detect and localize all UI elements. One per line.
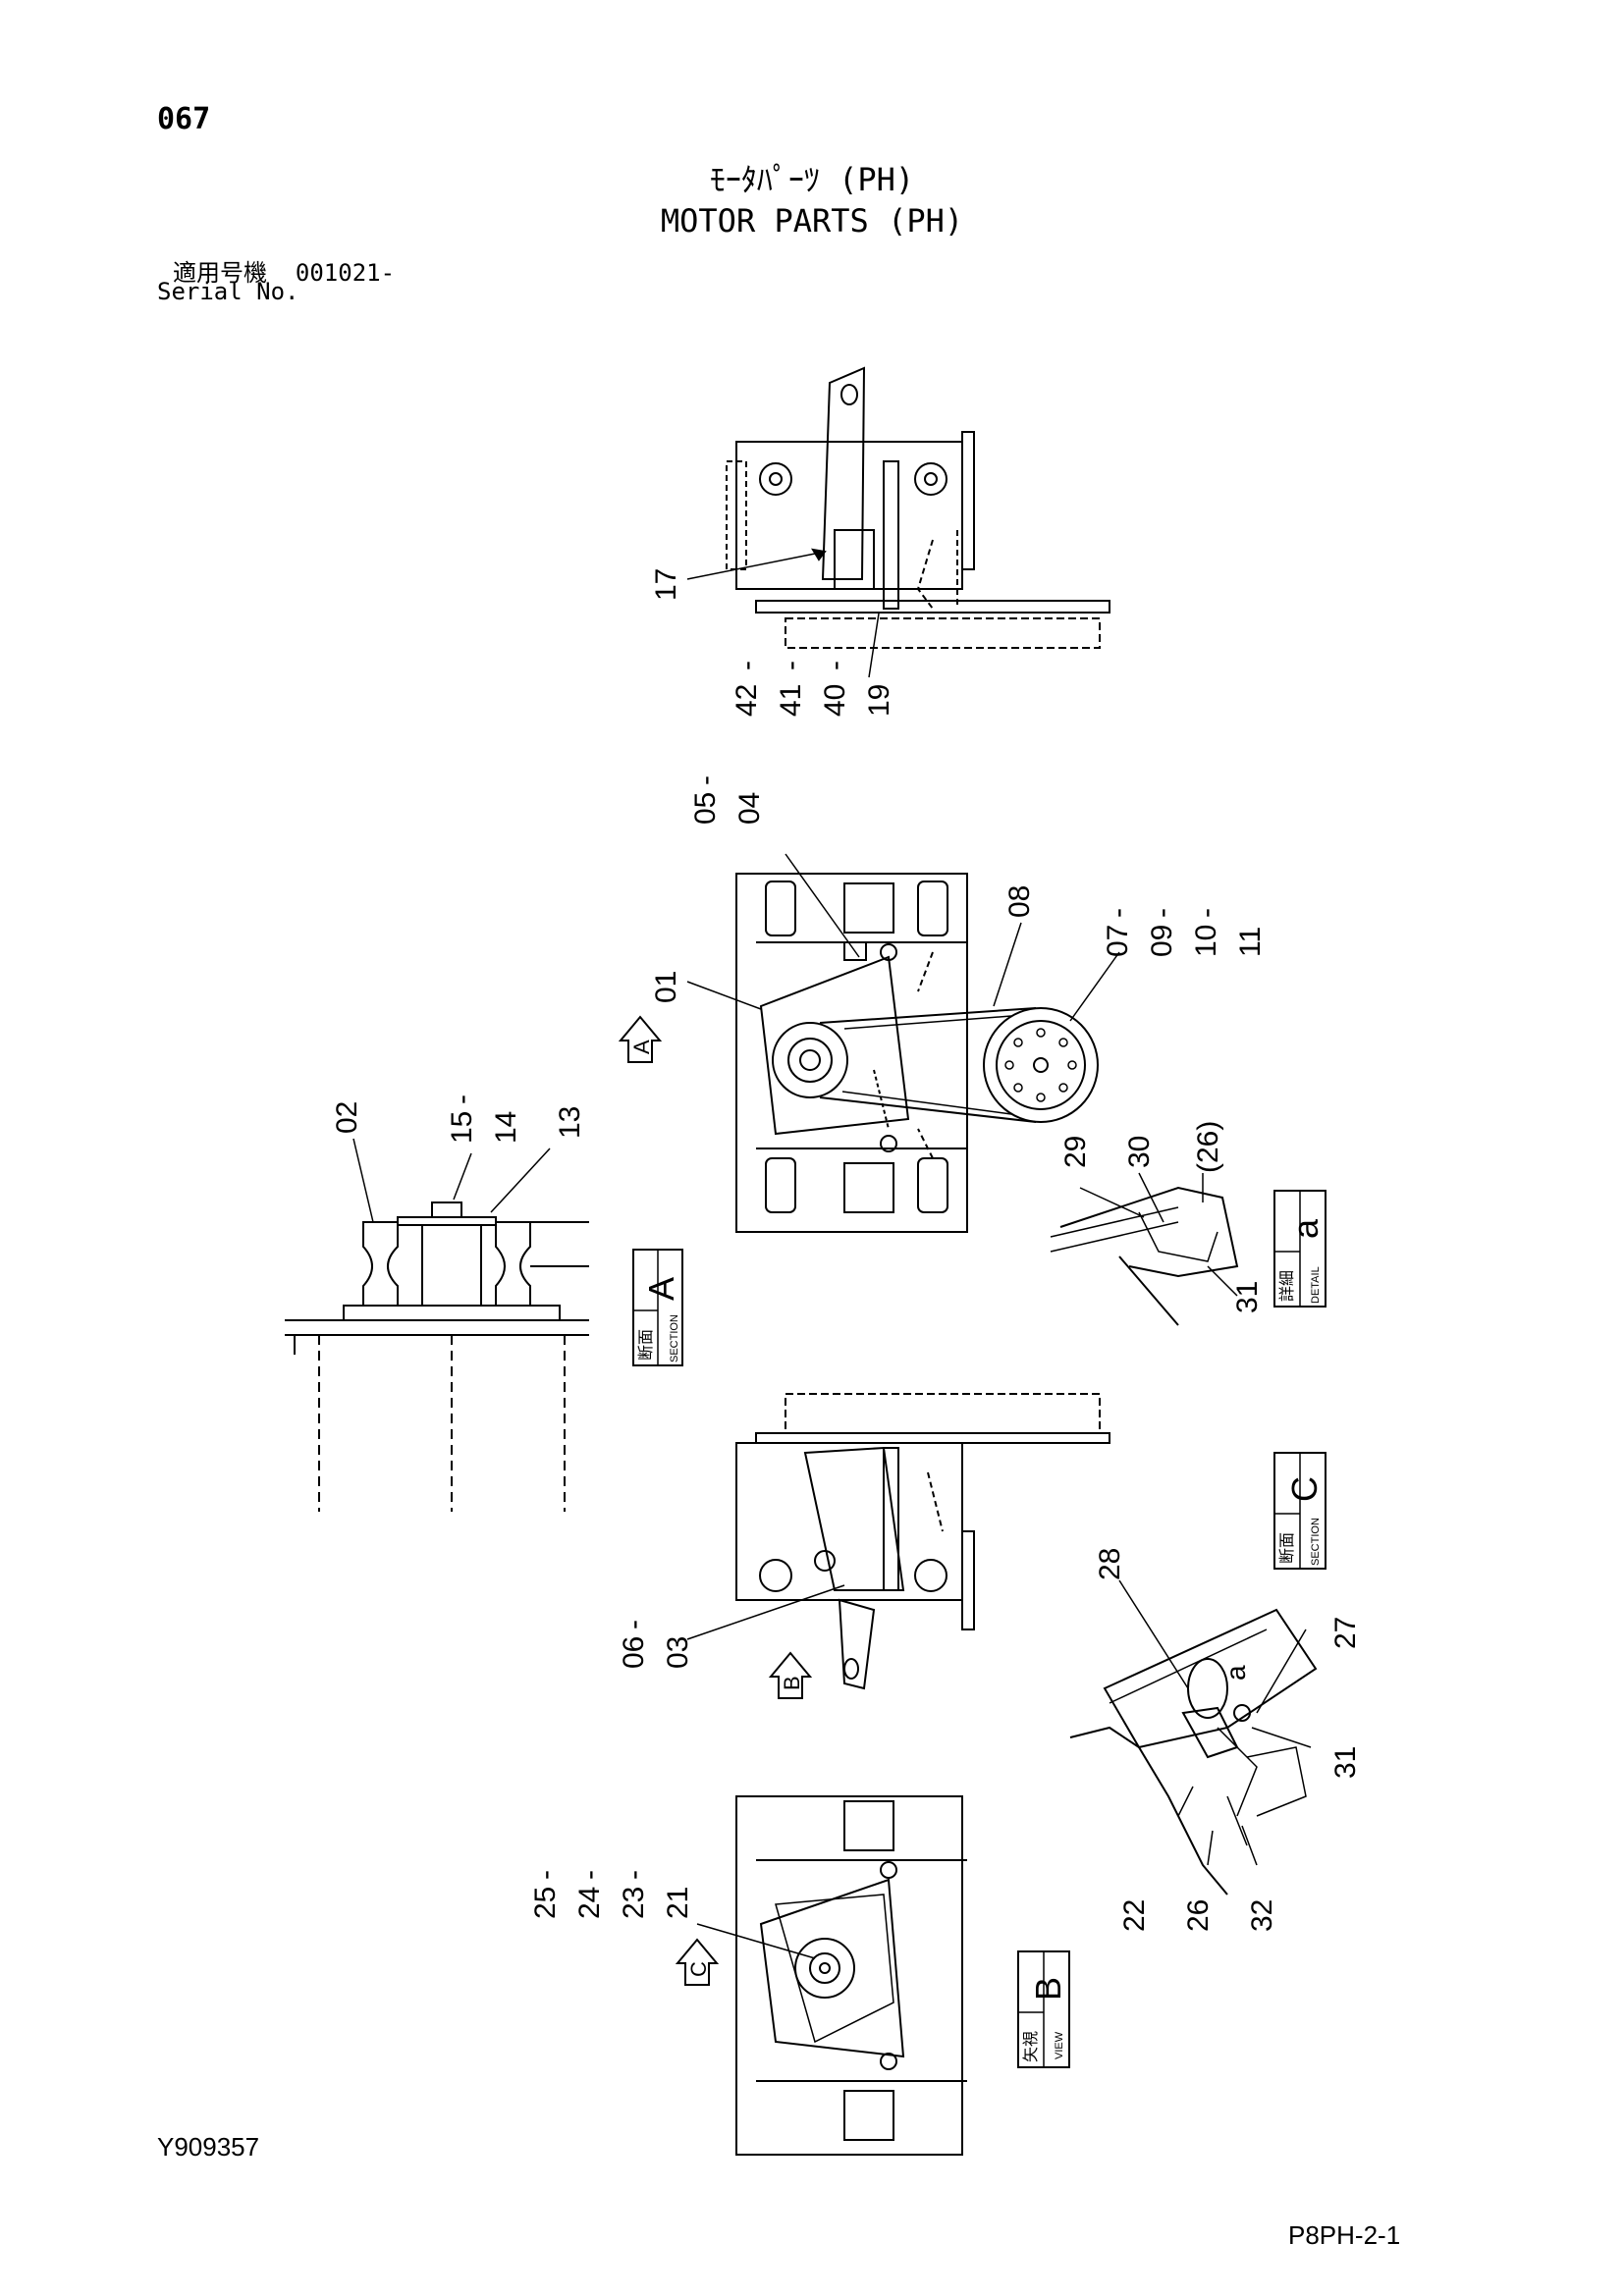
callout-01: 01 (650, 971, 682, 1003)
section-a-label (632, 1249, 683, 1366)
callout-13: 13 (554, 1106, 586, 1139)
serial-value: 001021- (295, 259, 396, 287)
detail-a-en: DETAIL (1310, 1266, 1322, 1304)
section-c-jp: 断面 (1278, 1532, 1296, 1564)
title-english: MOTOR PARTS (PH) (660, 202, 964, 240)
callout-dash: - (1146, 908, 1178, 918)
callout-04: 04 (733, 792, 766, 825)
callout-dash: - (529, 1870, 562, 1880)
callout-05: 05 (689, 792, 722, 825)
view-b-label (1017, 1950, 1070, 2068)
page-number: 067 (157, 102, 211, 136)
serial-label-en: Serial No. (157, 278, 299, 305)
callout-07: 07 (1102, 925, 1134, 957)
callout-26: 26 (1182, 1899, 1215, 1932)
serial-label-jp: 適用号機 (173, 259, 267, 287)
arrow-a-letter: A (629, 1040, 654, 1054)
callout-dash: - (618, 1620, 650, 1629)
callout-dash: - (819, 661, 851, 670)
serial-line: 適用号機 001021- (173, 253, 395, 288)
top-motor-view (686, 366, 1110, 678)
callout-dash: - (618, 1870, 650, 1880)
callout-02: 02 (331, 1101, 363, 1134)
view-arrow-a (618, 1015, 663, 1063)
section-c-label (1273, 1452, 1326, 1570)
callout-10: 10 (1190, 925, 1222, 957)
belt-drive-view (686, 853, 1120, 1233)
section-c-letter: C (1284, 1476, 1325, 1502)
callout-24: 24 (573, 1887, 606, 1919)
callout-26-ref: (26) (1192, 1121, 1224, 1173)
callout-dash: - (1102, 908, 1134, 918)
callout-40: 40 (819, 684, 851, 717)
callout-28: 28 (1094, 1548, 1126, 1580)
section-c-en: SECTION (1310, 1518, 1322, 1566)
view-arrow-b (768, 1651, 813, 1699)
view-b-letter: B (1028, 1977, 1068, 2001)
callout-32: 32 (1246, 1899, 1278, 1932)
section-a-jp: 断面 (637, 1329, 655, 1361)
callout-08: 08 (1003, 885, 1036, 918)
arrow-b-letter: B (780, 1676, 804, 1690)
callout-dash: - (1190, 908, 1222, 918)
section-a-en: SECTION (669, 1314, 680, 1362)
section-a-letter: A (641, 1277, 681, 1301)
callout-dash: - (573, 1870, 606, 1880)
callout-09: 09 (1146, 925, 1178, 957)
callout-27: 27 (1329, 1617, 1362, 1649)
callout-17: 17 (650, 568, 682, 601)
detail-a-label (1273, 1190, 1326, 1308)
document-id: Y909357 (157, 2132, 260, 2162)
callout-15: 15 (446, 1111, 478, 1144)
middle-motor-view (686, 1393, 1110, 1690)
callout-dash: - (775, 661, 807, 670)
bottom-view-b (696, 1795, 967, 2156)
page-code: P8PH-2-1 (1288, 2220, 1401, 2250)
callout-42: 42 (731, 684, 763, 717)
callout-30: 30 (1123, 1136, 1156, 1168)
callout-21: 21 (662, 1887, 694, 1919)
detail-a-view (1050, 1172, 1239, 1326)
callout-dash: - (731, 661, 763, 670)
callout-11: 11 (1234, 927, 1267, 957)
callout-19: 19 (863, 684, 895, 717)
detail-a-letter: a (1285, 1218, 1326, 1239)
arrow-c-letter: C (686, 1961, 711, 1977)
detail-mark-a: a (1220, 1665, 1251, 1681)
callout-22: 22 (1118, 1899, 1151, 1932)
callout-dash: - (446, 1095, 478, 1104)
callout-23: 23 (618, 1887, 650, 1919)
callout-31: 31 (1329, 1746, 1362, 1779)
callout-25: 25 (529, 1887, 562, 1919)
detail-a-jp: 詳細 (1278, 1270, 1296, 1302)
view-b-jp: 矢視 (1022, 2031, 1040, 2062)
callout-06: 06 (618, 1636, 650, 1669)
callout-03: 03 (662, 1636, 694, 1669)
callout-41: 41 (775, 684, 807, 717)
title-japanese: ﾓｰﾀﾊﾟｰﾂ (PH) (709, 161, 915, 198)
callout-14: 14 (490, 1111, 522, 1144)
view-b-en: VIEW (1054, 2031, 1065, 2059)
view-arrow-c (675, 1938, 720, 1986)
callout-dash: - (689, 775, 722, 785)
section-c-view (1069, 1579, 1318, 1896)
section-a-view (285, 1138, 589, 1512)
callout-31: 31 (1231, 1281, 1264, 1313)
callout-29: 29 (1059, 1136, 1092, 1168)
